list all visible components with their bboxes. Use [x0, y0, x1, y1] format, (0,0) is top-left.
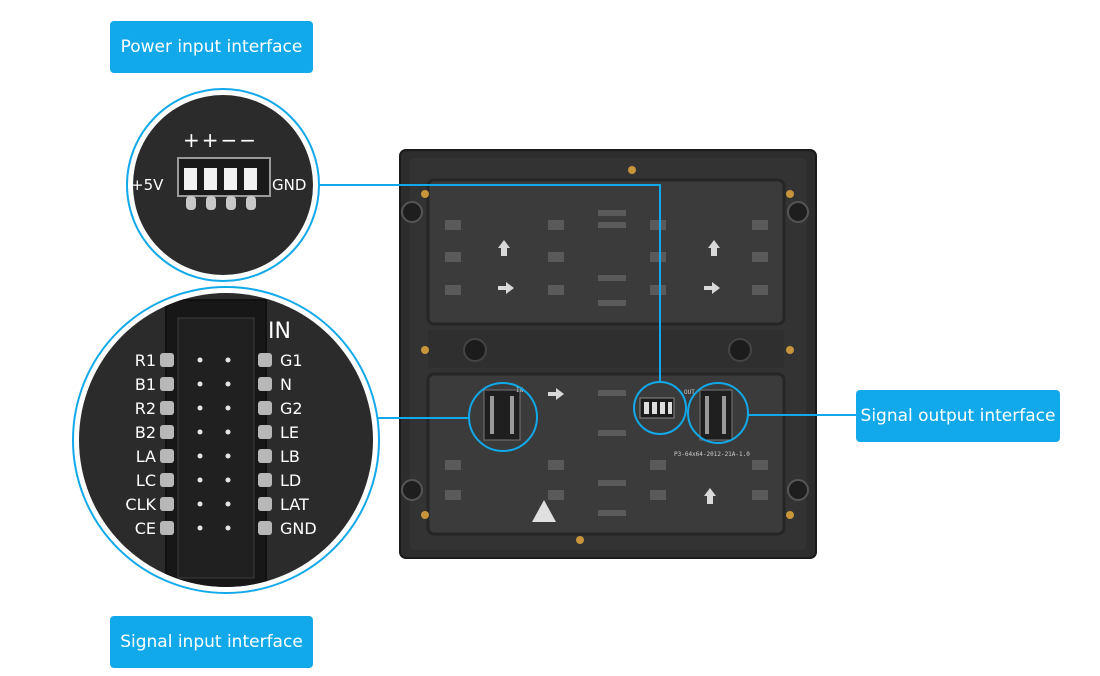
pin-label-right-3: G2: [280, 399, 303, 418]
board-out-label: OUT: [684, 389, 695, 396]
pin-label-right-5: LB: [280, 447, 300, 466]
power-gnd-label: GND: [272, 176, 306, 194]
board-in-label: IN: [516, 387, 524, 394]
board-model-text: P3-64x64-2012-21A-1.0: [674, 451, 750, 458]
power-plus5v-label: +5V: [131, 176, 164, 194]
led-panel: P3-64x64-2012-21A-1.0 IN OUT: [399, 149, 817, 559]
pin-label-left-1: R1: [135, 351, 156, 370]
pin-label-left-5: LA: [136, 447, 156, 466]
pin-label-right-8: GND: [280, 519, 317, 538]
pin-label-right-2: N: [280, 375, 292, 394]
pin-label-right-6: LD: [280, 471, 301, 490]
pin-label-left-8: CE: [135, 519, 156, 538]
signal-output-callout: Signal output interface: [856, 390, 1060, 442]
pin-label-left-3: R2: [135, 399, 156, 418]
pin-label-right-1: G1: [280, 351, 303, 370]
pin-label-right-4: LE: [280, 423, 299, 442]
pin-label-left-7: CLK: [125, 495, 156, 514]
output-highlight-ring: [687, 382, 749, 444]
power-input-callout: Power input interface: [110, 21, 313, 73]
signal-input-zoom: IN R1 B1 R2 B2 LA LC CLK CE G1 N G2 LE L…: [72, 286, 380, 594]
power-polarity-symbols: ++−−: [183, 128, 258, 152]
signal-input-callout: Signal input interface: [110, 616, 313, 668]
pin-label-left-4: B2: [135, 423, 156, 442]
power-leader-line: [312, 184, 661, 382]
upper-module: [426, 178, 786, 326]
pin-label-right-7: LAT: [280, 495, 309, 514]
pin-label-left-2: B1: [135, 375, 156, 394]
power-zoom: ++−− +5V GND: [126, 88, 320, 282]
signal-in-header-label: IN: [268, 319, 291, 344]
pin-label-left-6: LC: [136, 471, 156, 490]
